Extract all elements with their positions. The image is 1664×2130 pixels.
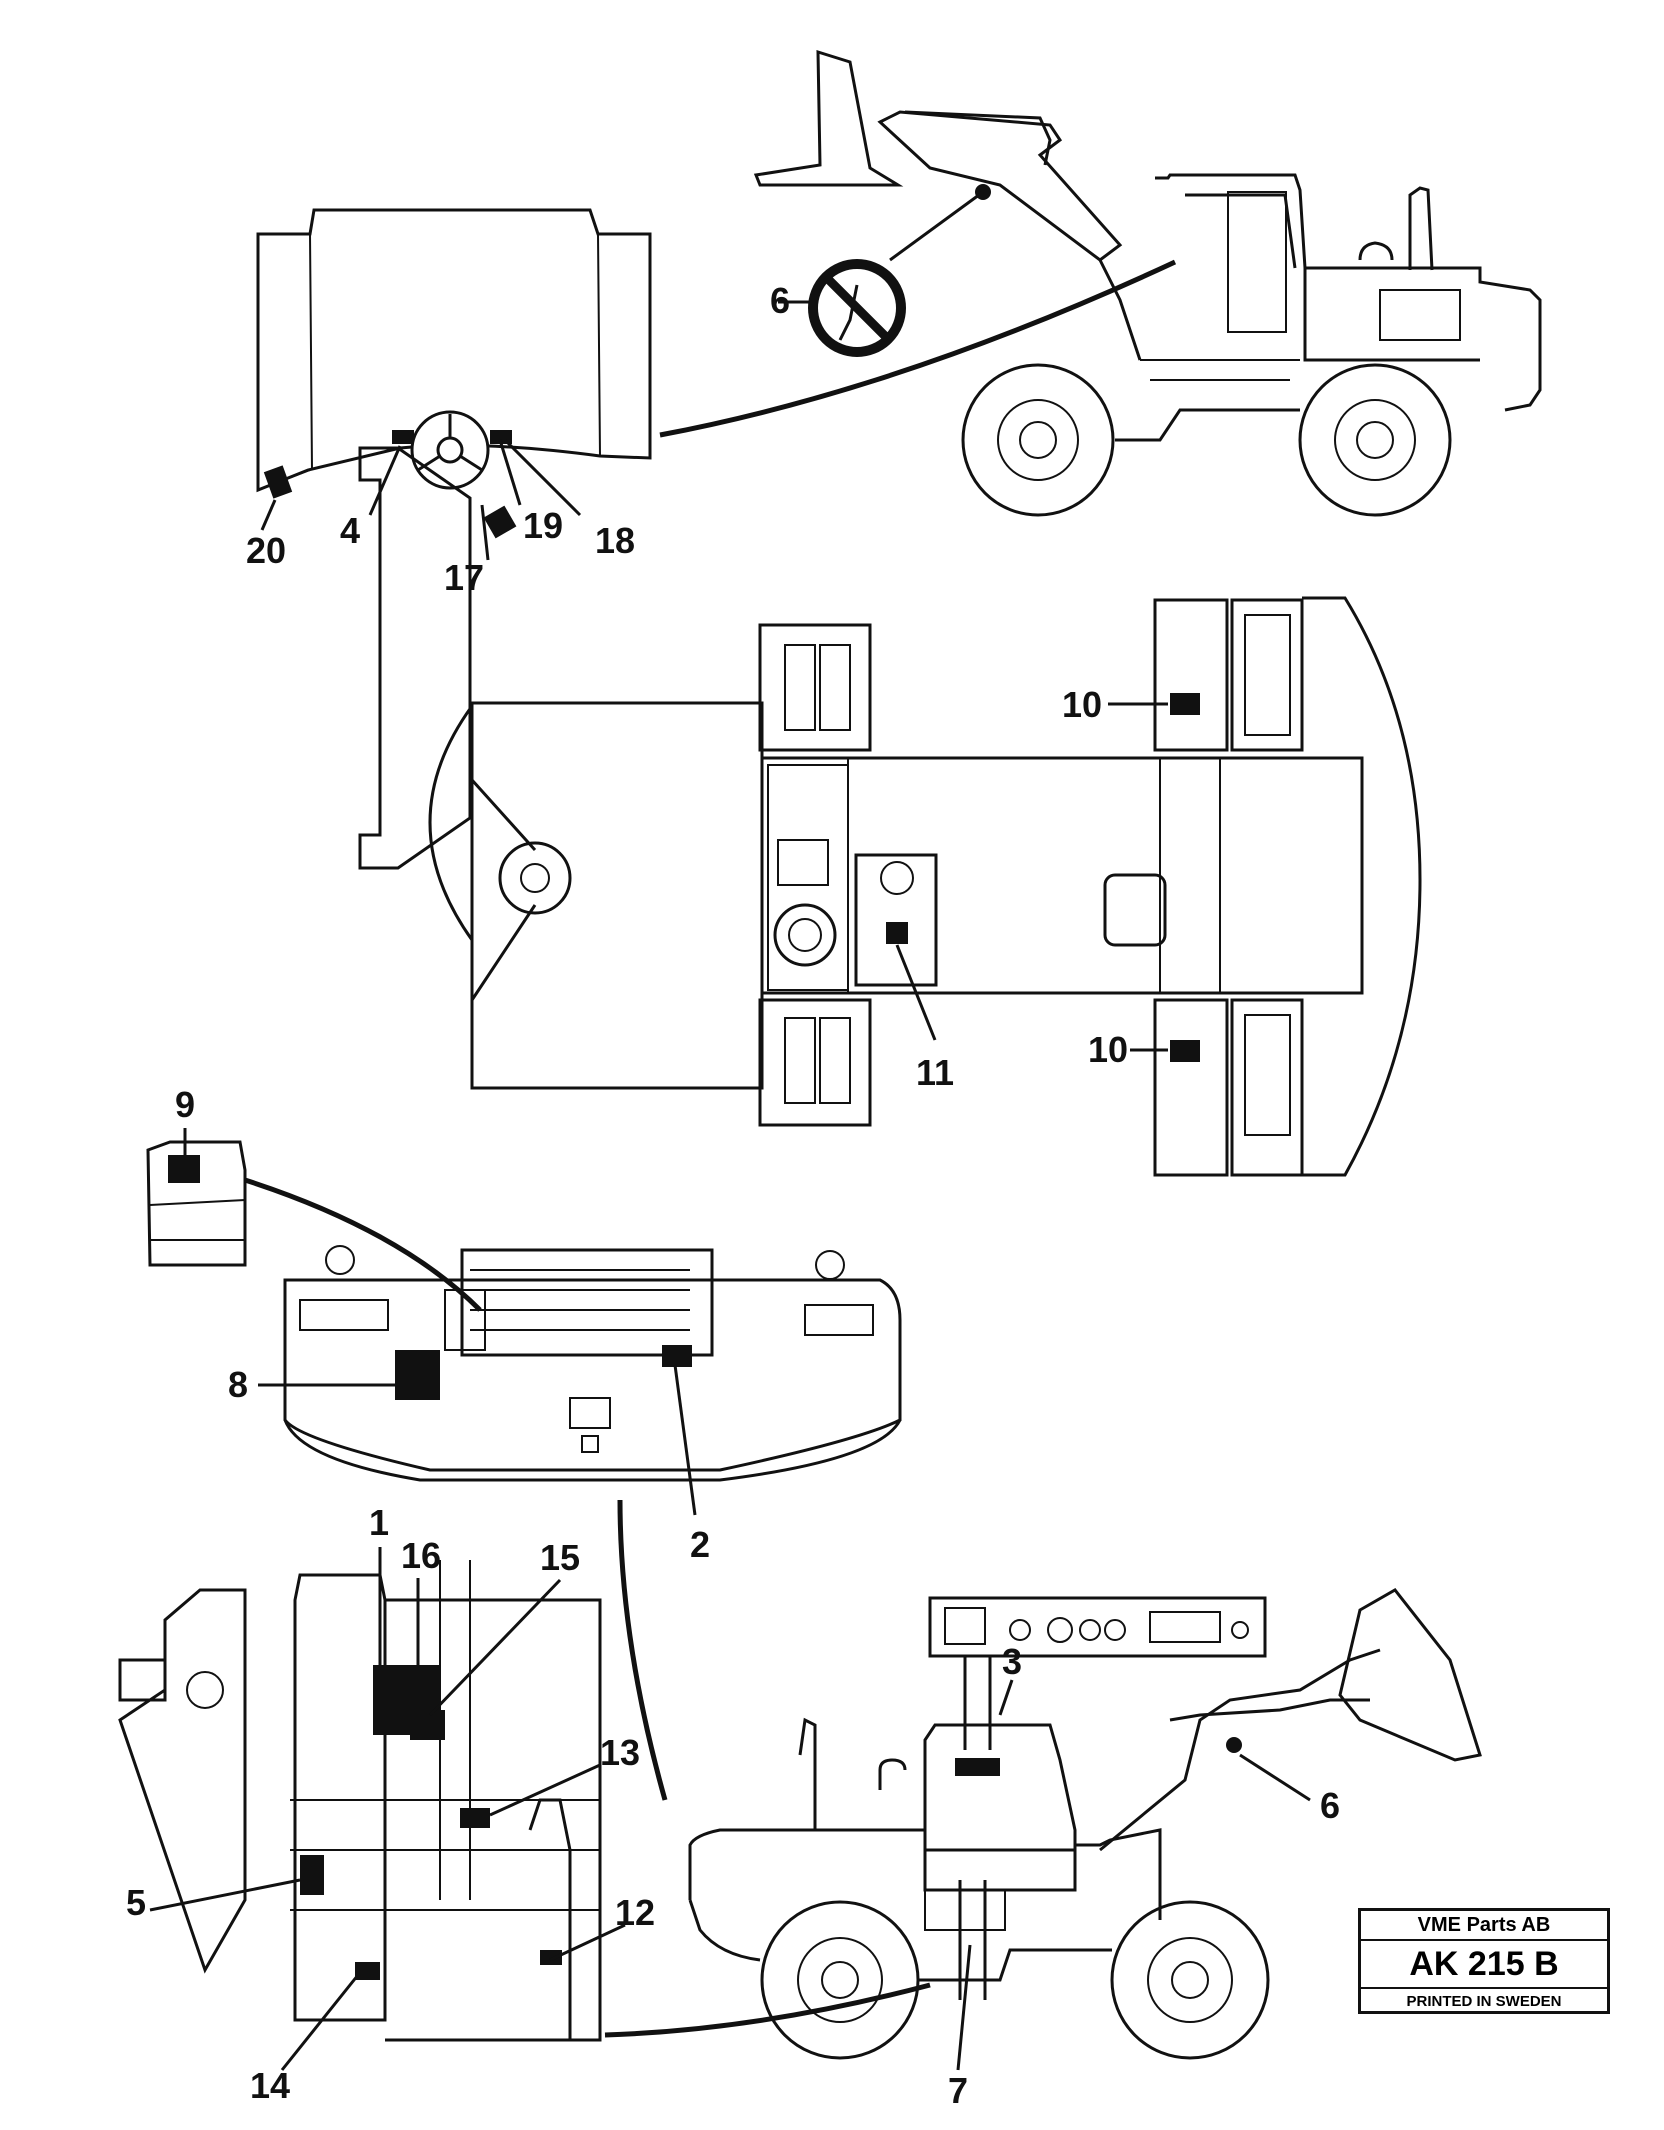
callout-19: 19 [523,505,563,546]
callout-3: 3 [1002,1641,1022,1682]
decal-5 [300,1855,324,1895]
callout-6-top: 6 [770,280,790,321]
cab-interior-detail [256,208,1177,561]
decal-10-upper [1170,693,1200,715]
callout-11: 11 [916,1052,954,1093]
decal-12 [540,1950,562,1965]
callout-16: 16 [401,1535,441,1576]
decal-4 [392,430,414,444]
decal-15 [410,1710,445,1740]
decal-1 [373,1665,413,1735]
decal-13 [460,1808,490,1828]
decal-3 [955,1758,1000,1776]
callout-20: 20 [246,530,286,571]
callout-labels: 6 20 4 19 18 17 10 10 11 9 8 2 1 16 15 3… [126,280,1340,2111]
decal-17 [483,505,517,539]
printed-note: PRINTED IN SWEDEN [1406,1993,1562,2010]
loader-top-view [358,446,1422,1177]
decal-14 [355,1962,380,1980]
callout-13: 13 [600,1732,640,1773]
callout-7: 7 [948,2070,968,2111]
callout-6-bottom: 6 [1320,1785,1340,1826]
callout-9: 9 [175,1084,195,1125]
decal-2 [662,1345,692,1367]
decal-11 [886,922,908,944]
decal-9 [168,1155,200,1183]
callout-8: 8 [228,1364,248,1405]
engine-rear-view [146,1128,902,1801]
callout-5: 5 [126,1882,146,1923]
engine-compartment-detail [118,1547,931,2071]
callout-2: 2 [690,1524,710,1565]
decal-8 [395,1350,440,1400]
loader-side-view-top [753,49,1542,517]
callout-10-lower: 10 [1088,1029,1128,1070]
loader-side-view-bottom [688,1588,1482,2071]
callout-1: 1 [369,1502,389,1543]
title-block: VME Parts AB AK 215 B PRINTED IN SWEDEN [1358,1908,1610,2014]
callout-18: 18 [595,520,635,561]
callout-17: 17 [444,557,484,598]
callout-4: 4 [340,510,360,551]
callout-15: 15 [540,1537,580,1578]
callout-10-upper: 10 [1062,684,1102,725]
decal-20 [263,465,293,499]
company-name: VME Parts AB [1361,1911,1607,1941]
callout-14: 14 [250,2065,290,2106]
decal-10-lower [1170,1040,1200,1062]
drawing-code: AK 215 B [1361,1941,1607,1989]
callout-12: 12 [615,1892,655,1933]
